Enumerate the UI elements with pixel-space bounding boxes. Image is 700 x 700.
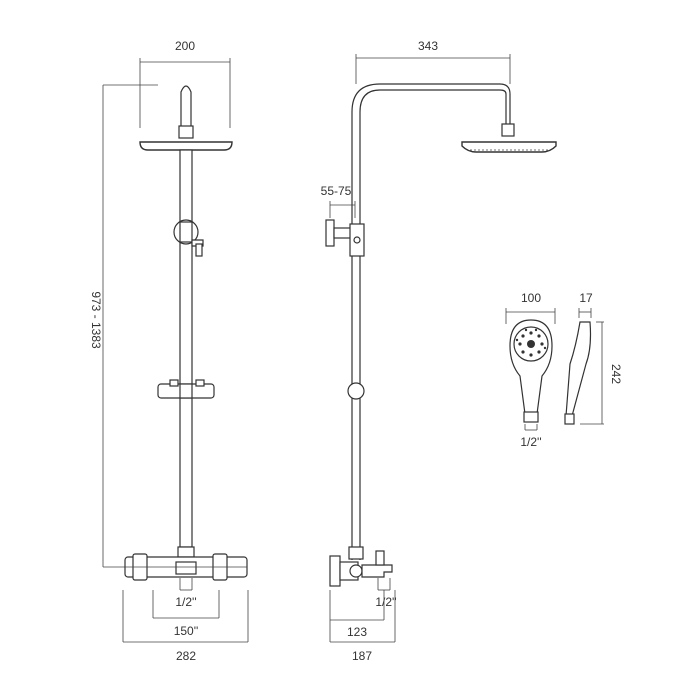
side-wall-offset-label: 55-75 xyxy=(321,184,352,198)
handset-diameter-label: 100 xyxy=(521,291,541,305)
side-arm-nut xyxy=(501,123,515,137)
front-view: 200 973 - 1383 xyxy=(89,39,249,663)
front-shower-arm xyxy=(180,85,192,135)
side-inlet-label: 1/2'' xyxy=(375,595,396,609)
front-centres-label: 150'' xyxy=(174,624,199,638)
front-height-label: 973 - 1383 xyxy=(89,291,103,349)
side-arm-label: 343 xyxy=(418,39,438,53)
front-head-width-label: 200 xyxy=(175,39,195,53)
handset-nozzles xyxy=(515,328,547,357)
handset-inlet-label: 1/2'' xyxy=(520,435,541,449)
handset-inlet-dimension: 1/2'' xyxy=(520,424,542,449)
front-riser-rail xyxy=(179,149,193,548)
side-arm-dimension: 343 xyxy=(355,39,511,84)
side-depth-label: 187 xyxy=(352,649,372,663)
side-inlet-dimension: 1/2'' xyxy=(375,578,397,609)
front-head-width-dimension: 200 xyxy=(139,39,231,128)
side-view: 343 55-75 xyxy=(321,39,557,663)
front-handset-holder xyxy=(157,379,215,399)
handset-length-label: 242 xyxy=(609,364,623,384)
front-bar-valve xyxy=(124,546,248,581)
handset-thickness-dimension: 17 xyxy=(578,291,593,318)
handset-diameter-dimension: 100 xyxy=(505,291,556,324)
front-wall-bracket xyxy=(173,219,204,257)
side-wall-offset-dimension: 55-75 xyxy=(321,184,356,218)
front-centres-dimension: 150'' xyxy=(152,590,220,638)
front-arm-nut xyxy=(178,125,194,139)
front-height-dimension: 973 - 1383 xyxy=(89,84,158,568)
side-handset-holder xyxy=(347,382,365,400)
side-wall-bracket xyxy=(325,219,365,257)
side-body-dimension: 123 xyxy=(329,590,385,642)
side-shower-head xyxy=(461,141,557,153)
handset-view: 100 1/2'' xyxy=(505,291,623,449)
front-inlet-dimension: 1/2'' xyxy=(175,578,197,609)
handset-length-dimension: 242 xyxy=(580,321,623,425)
side-bar-valve xyxy=(329,546,393,587)
handset-side xyxy=(564,321,592,425)
front-shower-head xyxy=(139,141,233,151)
front-overall-width-dimension: 282 xyxy=(122,590,249,663)
side-body-label: 123 xyxy=(347,625,367,639)
handset-thickness-label: 17 xyxy=(579,291,593,305)
side-riser-arm xyxy=(351,83,511,560)
front-inlet-label: 1/2'' xyxy=(175,595,196,609)
handset-front xyxy=(509,319,553,423)
side-depth-dimension: 187 xyxy=(330,590,396,663)
front-overall-width-label: 282 xyxy=(176,649,196,663)
